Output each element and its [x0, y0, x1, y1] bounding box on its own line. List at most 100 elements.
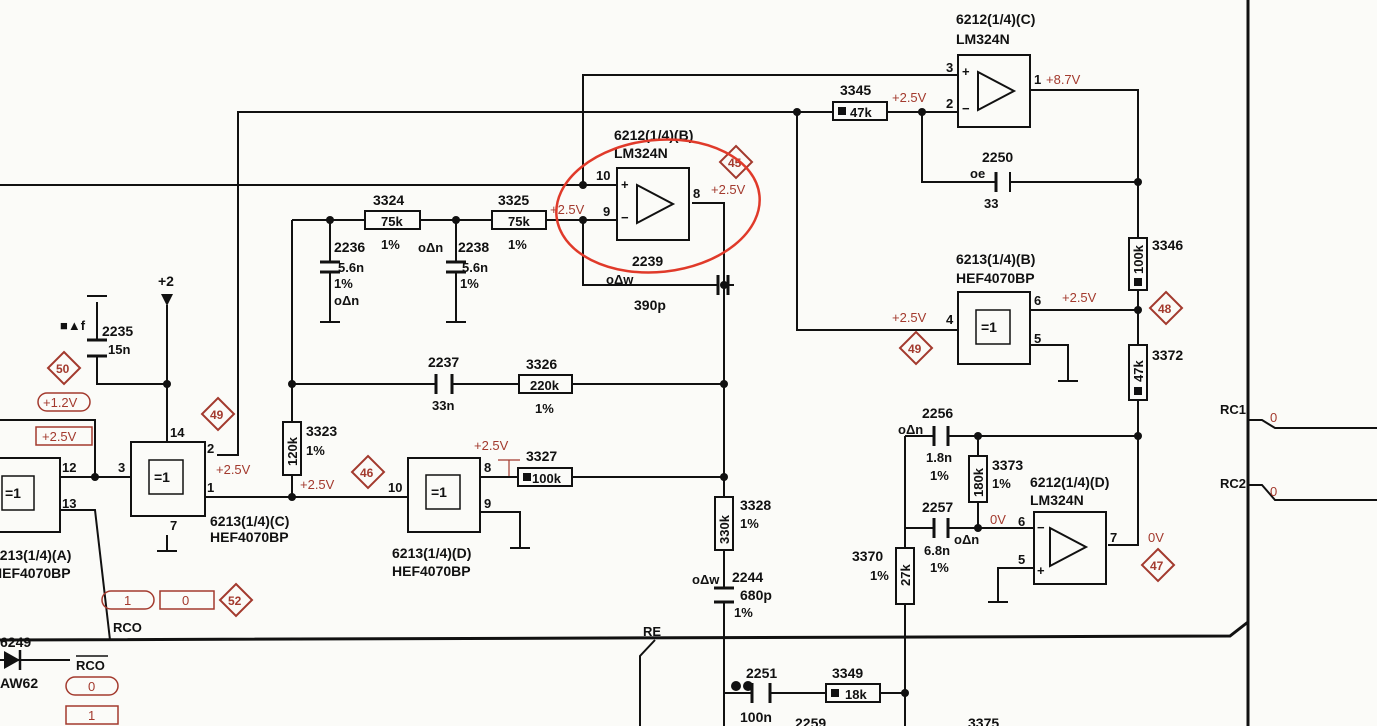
net-label-rco-bar: RCO: [76, 658, 105, 673]
capacitor-2250: 2250 33 oe: [970, 149, 1013, 211]
capacitor-mark: oΔn: [334, 293, 359, 308]
capacitor-value: 33: [984, 196, 998, 211]
supply-plus2: +2: [158, 273, 174, 306]
capacitor-ref: 2256: [922, 405, 953, 421]
capacitor-2236: 2236 5.6n 1% oΔn: [334, 239, 365, 308]
resistor-ref: 3327: [526, 448, 557, 464]
pin-label: 12: [62, 460, 76, 475]
logic-states: 1 0 0 1: [65, 590, 215, 725]
pin-label: 8: [693, 186, 700, 201]
voltage-box-2v5: +2.5V: [35, 426, 93, 446]
pin-label: 6: [1034, 293, 1041, 308]
pin-label: 10: [388, 480, 402, 495]
svg-text:+: +: [1037, 563, 1045, 578]
resistor-value: 180k: [971, 467, 986, 497]
resistor-ref: 3324: [373, 192, 404, 208]
resistor-value: 75k: [508, 214, 530, 229]
resistor-value: 75k: [381, 214, 403, 229]
diode-ref: 6249: [0, 634, 31, 650]
capacitor-ref: 2257: [922, 499, 953, 515]
resistor-3373: 180k 3373 1%: [968, 455, 1023, 503]
resistor-3326: 220k 3326 1%: [518, 356, 573, 416]
capacitor-2237: 2237 33n: [428, 354, 459, 413]
svg-text:−: −: [962, 101, 970, 116]
logic-state-value: 1: [124, 593, 131, 608]
part-ref: 6213(1/4)(D): [392, 545, 471, 561]
resistor-value: 18k: [845, 687, 867, 702]
resistor-3346: 100k 3346: [1128, 237, 1183, 291]
capacitor-ref: 2251: [746, 665, 777, 681]
voltage-label: +2.5V: [1062, 290, 1097, 305]
diode-type: AW62: [0, 675, 38, 691]
resistor-3327: 100k 3327: [517, 448, 573, 487]
resistor-3323: 120k 3323 1%: [282, 421, 337, 476]
resistor-value: 100k: [532, 471, 562, 486]
capacitor-tolerance: 1%: [930, 468, 949, 483]
xor-6213d: =1 10 8 9 6213(1/4)(D) HEF4070BP: [388, 457, 491, 579]
resistor-ref: 3326: [526, 356, 557, 372]
resistor-3372: 47k 3372: [1128, 344, 1183, 401]
capacitor-value: 15n: [108, 342, 130, 357]
xor-6213a: =1 12 13 6213(1/4)(A) HEF4070BP: [0, 457, 76, 581]
part-type: HEF4070BP: [210, 529, 289, 545]
capacitor-mark: oΔw: [606, 272, 634, 287]
test-point-49: 49: [210, 408, 224, 422]
test-point-46: 46: [360, 466, 374, 480]
voltage-label: +1.2V: [43, 395, 78, 410]
capacitor-mark: oΔn: [898, 422, 923, 437]
resistor-tolerance: 1%: [535, 401, 554, 416]
opamp-6212c: + − 3 2 1 6212(1/4)(C) LM324N +8.7V: [946, 11, 1081, 128]
gate-symbol: =1: [431, 484, 447, 500]
resistor-value: 47k: [850, 105, 872, 120]
capacitor-value: 5.6n: [462, 260, 488, 275]
resistor-ref: 3325: [498, 192, 529, 208]
part-ref: 6212(1/4)(C): [956, 11, 1035, 27]
pin-label: 4: [946, 312, 954, 327]
capacitor-2235: 2235 15n ■▲f: [60, 318, 133, 357]
capacitor-tolerance: 1%: [734, 605, 753, 620]
capacitor-mark: oe: [970, 166, 985, 181]
capacitor-2239: 2239 390p oΔw: [606, 253, 666, 313]
pin-label: 10: [596, 168, 610, 183]
xor-6213c: =1 3 2 1 14 7 6213(1/4)(C) HEF4070BP: [118, 425, 289, 545]
capacitor-ref: 2250: [982, 149, 1013, 165]
cut-off-ref: 2259: [795, 715, 826, 726]
connector-value-rc1: 0: [1270, 410, 1277, 425]
pin-label: 8: [484, 460, 491, 475]
capacitor-2256: 2256 1.8n 1% oΔn: [898, 405, 953, 483]
resistor-value: 47k: [1131, 360, 1146, 382]
highlight-ellipse: [555, 138, 761, 274]
capacitor-mark: oΔn: [418, 240, 443, 255]
logic-state-value: 1: [88, 708, 95, 723]
pin-label: 5: [1034, 331, 1041, 346]
resistor-ref: 3346: [1152, 237, 1183, 253]
part-ref: 6213(1/4)(C): [210, 513, 289, 529]
junctions: [91, 108, 1142, 697]
pin-label: 1: [1034, 72, 1041, 87]
capacitor-ref: 2236: [334, 239, 365, 255]
test-point-47: 47: [1150, 559, 1164, 573]
capacitor-2257: 2257 6.8n 1% oΔn: [922, 499, 979, 575]
resistor-ref: 3323: [306, 423, 337, 439]
capacitor-tolerance: 1%: [334, 276, 353, 291]
resistor-3325: 75k 3325 1%: [491, 192, 547, 252]
capacitor-mark: ■▲f: [60, 318, 86, 333]
logic-state-value: 0: [182, 593, 189, 608]
pin-label: 3: [946, 60, 953, 75]
voltage-label: +2.5V: [474, 438, 509, 453]
resistor-ref: 3328: [740, 497, 771, 513]
resistor-ref: 3345: [840, 82, 871, 98]
capacitor-value: 390p: [634, 297, 666, 313]
voltage-label: +8.7V: [1046, 72, 1081, 87]
capacitor-ref: 2238: [458, 239, 489, 255]
voltage-label: +2.5V: [892, 310, 927, 325]
part-ref: 6212(1/4)(D): [1030, 474, 1109, 490]
resistor-ref: 3373: [992, 457, 1023, 473]
capacitor-ref: 2237: [428, 354, 459, 370]
test-point-52: 52: [228, 594, 242, 608]
pin-label: 9: [484, 496, 491, 511]
part-type: LM324N: [1030, 492, 1084, 508]
part-type: LM324N: [956, 31, 1010, 47]
resistor-tolerance: 1%: [740, 516, 759, 531]
